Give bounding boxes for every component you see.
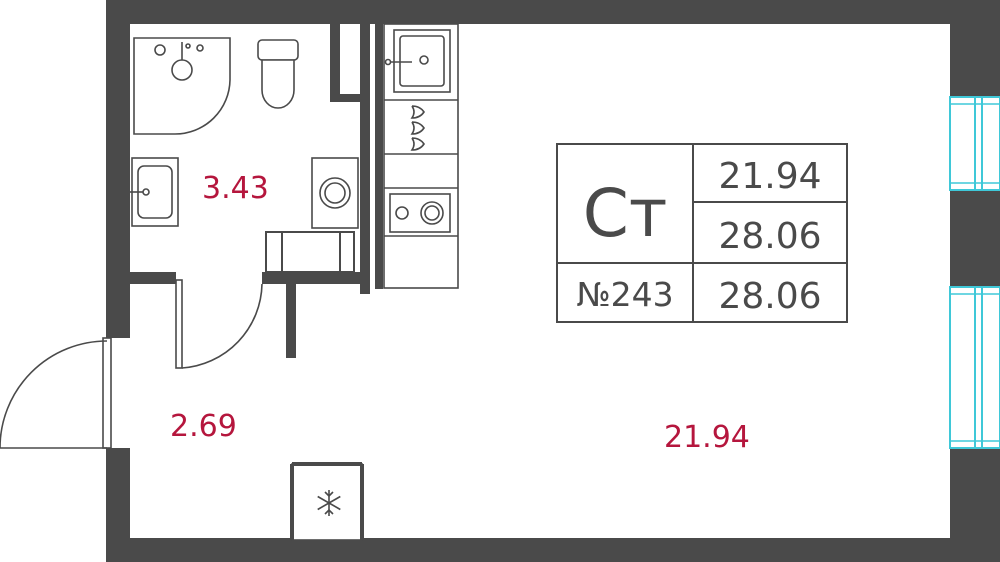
- kitchen-sink-icon: [384, 29, 451, 93]
- bathroom-door: [175, 279, 263, 369]
- table-living-area: 21.94: [718, 156, 821, 197]
- outer-walls: [106, 0, 1000, 562]
- washing-machine-icon: [311, 157, 359, 229]
- snowflake-icon: [317, 490, 341, 516]
- gas-taps: [410, 105, 425, 151]
- table-total-area: 28.06: [718, 216, 821, 257]
- bathroom-area-label: 3.43: [202, 171, 269, 206]
- window-upper: [949, 96, 1000, 191]
- apartment-number: №243: [576, 275, 673, 314]
- living-area-label: 21.94: [664, 420, 750, 455]
- sink-icon: [128, 157, 179, 227]
- bathroom-walls: [130, 24, 383, 358]
- entrance-door: [0, 337, 112, 449]
- apartment-type: Ст: [583, 175, 668, 252]
- hallway-area-label: 2.69: [170, 409, 237, 444]
- apartment-info-table: Ст 21.94 28.06 №243 28.06: [556, 143, 848, 323]
- window-lower: [949, 286, 1000, 449]
- table-total-area-balcony: 28.06: [718, 276, 821, 317]
- shower-icon: [133, 37, 231, 135]
- stove-icon: [389, 193, 451, 233]
- toilet-icon: [257, 39, 299, 109]
